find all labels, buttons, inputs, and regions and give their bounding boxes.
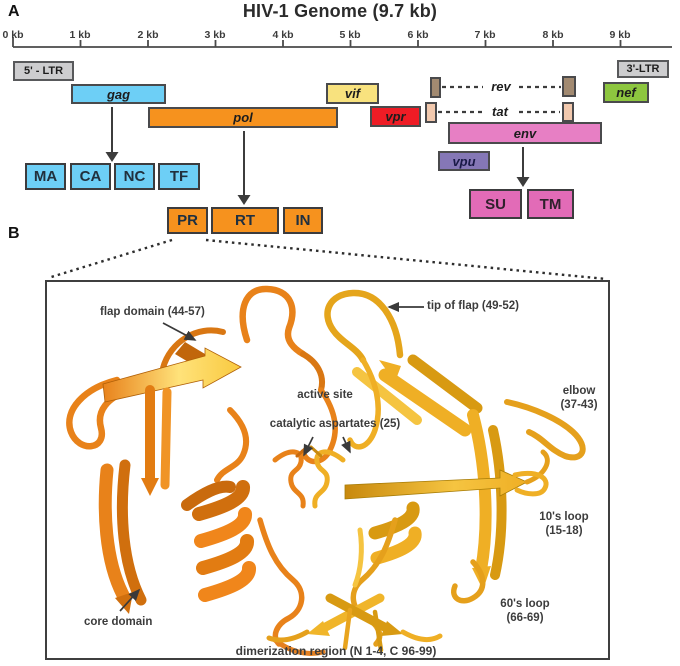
product-box-tm: TM [527, 189, 574, 219]
product-box-tf: TF [158, 163, 200, 190]
product-box-ca: CA [70, 163, 111, 190]
tat-exon1-box [425, 102, 437, 123]
gene-label-tat: tat [492, 104, 508, 119]
ribbon-dimerization-region [266, 593, 443, 653]
label-dimerization-region: dimerization region (N 1-4, C 96-99) [235, 644, 437, 658]
gene-label-rev: rev [491, 79, 511, 94]
gene-box-vpr: vpr [370, 106, 421, 127]
product-box-nc: NC [114, 163, 155, 190]
label-core-domain: core domain [84, 616, 153, 628]
label-sixties-loop: 60's loop (66-69) [500, 598, 550, 625]
tick-6kb: 6 kb [407, 29, 429, 41]
flap-domain-arrow [162, 322, 197, 341]
catalytic-arrow-right [341, 436, 351, 454]
tick-7kb: 7 kb [474, 29, 496, 41]
label-tens-loop: 10's loop (15-18) [539, 511, 589, 538]
gene-box-pol: pol [148, 107, 338, 128]
label-tip-of-flap: tip of flap (49-52) [427, 300, 520, 312]
annotation-arrows [119, 301, 424, 612]
pol-down-arrow [237, 131, 251, 205]
gene-box-3ltr: 3'-LTR [617, 60, 669, 78]
env-down-arrow [516, 147, 530, 187]
tick-9kb: 9 kb [609, 29, 631, 41]
product-box-ma: MA [25, 163, 66, 190]
gene-box-vpu: vpu [438, 151, 490, 171]
protease-ribbon-drawing [66, 285, 586, 656]
ribbon-left-monomer [66, 285, 338, 656]
panel-a-letter: A [8, 3, 20, 20]
figure-title: HIV-1 Genome (9.7 kb) [242, 1, 438, 21]
tick-1kb: 1 kb [69, 29, 91, 41]
gene-box-gag: gag [71, 84, 166, 104]
ruler-ticks [12, 37, 622, 47]
product-box-rt: RT [211, 207, 279, 234]
left-helix [192, 480, 256, 602]
panel-b-letter: B [8, 225, 20, 242]
right-helix [368, 501, 422, 565]
label-active-site: active site [297, 389, 353, 401]
label-elbow: elbow (37-43) [560, 385, 598, 412]
tick-4kb: 4 kb [272, 29, 294, 41]
label-flap-domain: flap domain (44-57) [100, 306, 205, 318]
tat-exon2-box [562, 102, 574, 122]
rev-exon1-box [430, 77, 441, 98]
gag-down-arrow [105, 107, 119, 162]
product-box-in: IN [283, 207, 323, 234]
rev-exon2-box [562, 76, 576, 97]
gene-box-nef: nef [603, 82, 649, 103]
tick-8kb: 8 kb [542, 29, 564, 41]
tick-0kb: 0 kb [2, 29, 24, 41]
gene-box-env: env [448, 122, 602, 144]
product-box-pr: PR [167, 207, 208, 234]
tick-5kb: 5 kb [339, 29, 361, 41]
label-catalytic-aspartates: catalytic aspartates (25) [269, 418, 401, 430]
gene-box-5ltr: 5' - LTR [13, 61, 74, 81]
tick-2kb: 2 kb [137, 29, 159, 41]
tick-3kb: 3 kb [204, 29, 226, 41]
ribbon-right-monomer [309, 289, 586, 647]
zoom-callout-line-right [205, 238, 607, 281]
panel-a-connectors [47, 85, 607, 281]
core-domain-arrow [119, 588, 141, 612]
kb-ruler [12, 37, 672, 48]
product-box-su: SU [469, 189, 522, 219]
catalytic-arrow-left [303, 436, 314, 457]
gene-box-vif: vif [326, 83, 379, 104]
zoom-callout-line-left [47, 238, 173, 280]
